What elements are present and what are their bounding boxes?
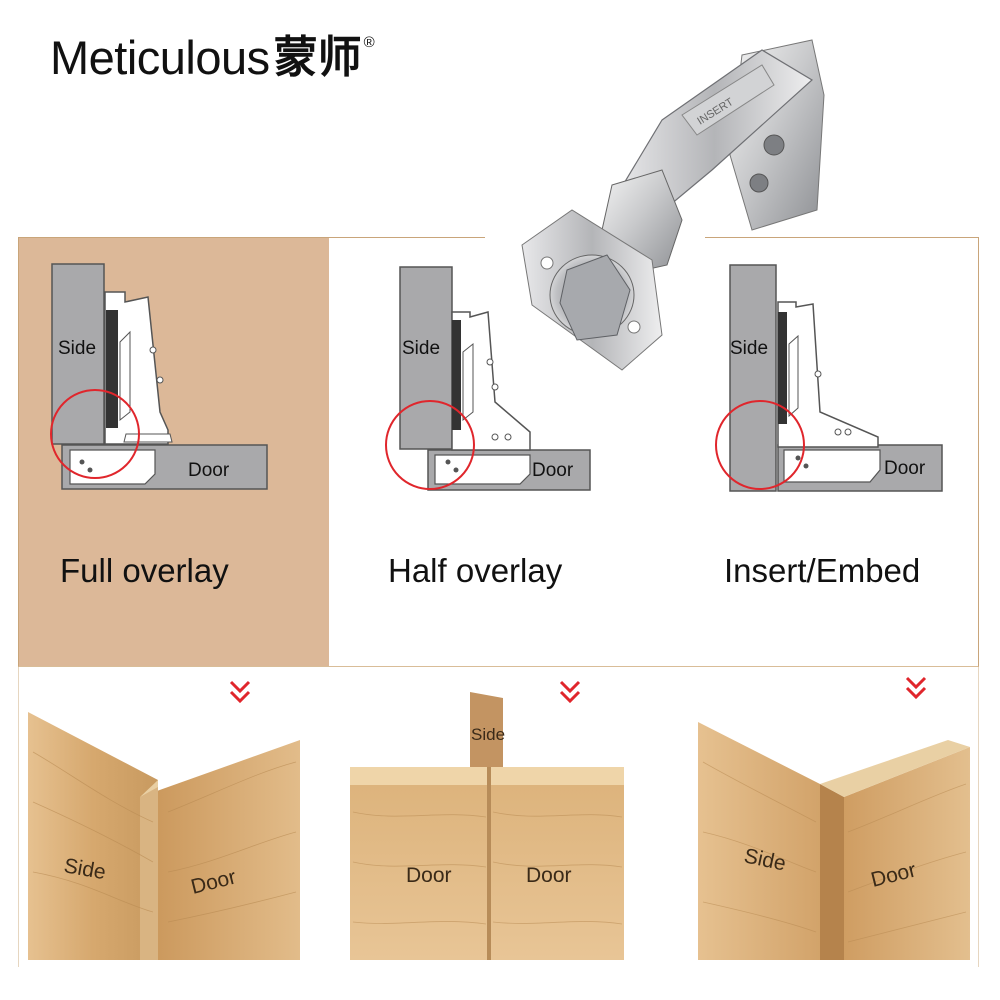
photo-full-overlay: Side Door [28,712,303,960]
diagram-side-label: Side [730,338,768,359]
photo-side-label: Side [471,725,505,744]
photo-door-label-right: Door [526,864,572,887]
hinge-product-image: INSERT [512,35,842,380]
photo-insert-embed: Side Door [698,722,972,960]
photo-door-label-left: Door [406,864,452,887]
double-chevron-down-icon [559,680,581,704]
diagram-full-overlay: Side Door [30,262,270,497]
diagram-side-label: Side [58,338,96,359]
brand-logo: Meticulous 蒙师 ® [50,30,375,90]
registered-mark: ® [363,34,375,51]
diagram-side-label: Side [402,338,440,359]
caption-insert-embed: Insert/Embed [724,552,921,589]
diagram-half-overlay: Side Door [380,262,620,497]
lower-frame-right [978,667,979,967]
diagram-door-label: Door [532,460,574,481]
double-chevron-down-icon [905,676,927,700]
caption-full-overlay: Full overlay [60,552,229,589]
diagram-insert-embed: Side Door [708,262,948,497]
diagram-door-label: Door [188,460,230,481]
brand-name: Meticulous [50,31,270,84]
diagram-door-label: Door [884,458,926,479]
brand-chinese-name: 蒙师 [273,32,362,83]
photo-half-overlay: Side Door Door [348,692,626,960]
double-chevron-down-icon [229,680,251,704]
caption-half-overlay: Half overlay [388,552,563,589]
lower-frame-left [18,667,19,967]
